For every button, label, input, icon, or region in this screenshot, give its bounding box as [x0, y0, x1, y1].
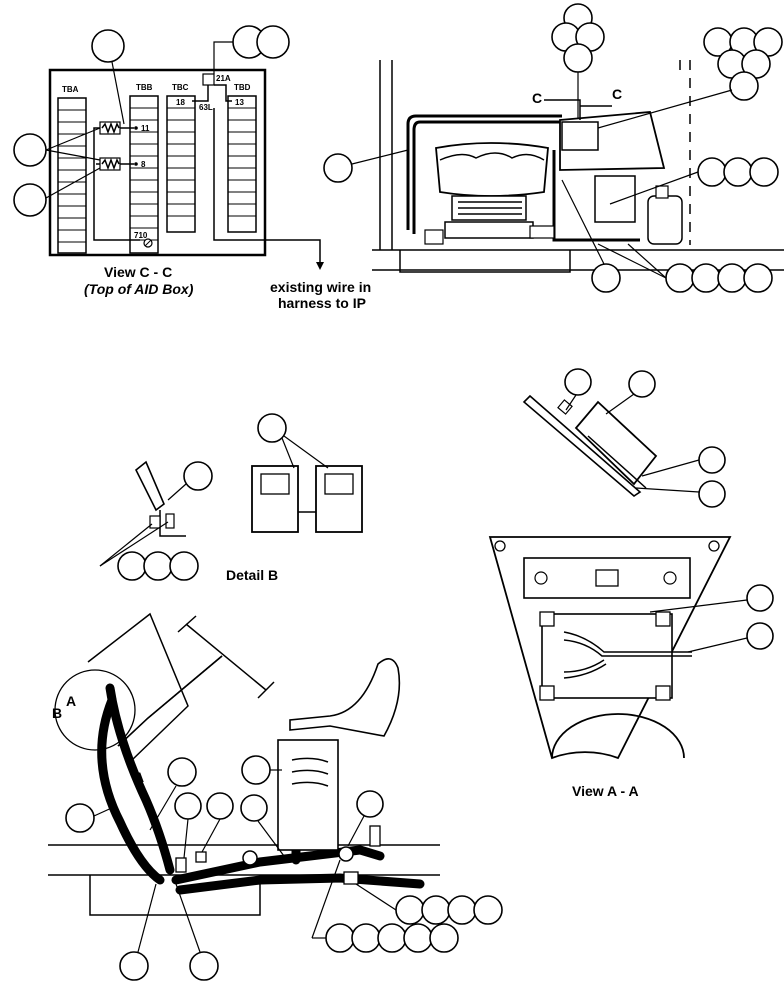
terminal-block-tbb: TBB [129, 83, 159, 254]
callout-bubble [117, 551, 147, 581]
callout-bubble [564, 368, 592, 396]
detail-b-circle [54, 669, 136, 751]
callout-bubble [421, 895, 451, 925]
operator-seat [289, 658, 401, 737]
callout-bubble [13, 133, 47, 167]
callout-bubble [665, 263, 695, 293]
callout-bubble [91, 29, 125, 63]
wire-18-label: 18 [176, 98, 185, 107]
callout-bubble [729, 71, 759, 101]
arrow-to-ip [316, 262, 324, 270]
callout-bubble [351, 923, 381, 953]
wire-11-label: 11 [141, 124, 150, 133]
fluid-bottle [647, 195, 683, 245]
existing-wire-note-line2: harness to IP [278, 295, 366, 311]
seat-cushion [435, 142, 549, 197]
callout-bubble [143, 551, 173, 581]
callout-bubble [403, 923, 433, 953]
panel-outline [488, 536, 732, 760]
wire-710-label: 710 [134, 231, 148, 240]
callout-bubble [356, 790, 384, 818]
callout-bubble [447, 895, 477, 925]
tbb-label: TBB [136, 83, 153, 92]
terminal-block-tbd: TBD [227, 83, 257, 233]
callout-bubble [746, 584, 774, 612]
callout-bubble [65, 803, 95, 833]
callout-bubble [691, 263, 721, 293]
callout-bubble [697, 157, 727, 187]
callout-bubble [189, 951, 219, 981]
callout-bubble [240, 794, 268, 822]
callout-bubble [256, 25, 290, 59]
callout-bubble [183, 461, 213, 491]
callout-bubble [749, 157, 779, 187]
callout-bubble [257, 413, 287, 443]
tba-label: TBA [62, 85, 79, 94]
machine-side-view: B A A [48, 612, 503, 981]
callout-bubble [206, 792, 234, 820]
wire-13-label: 13 [235, 98, 244, 107]
callout-bubble [13, 183, 47, 217]
callout-bubble [473, 895, 503, 925]
terminal-block-tba: TBA [57, 85, 87, 254]
label-a-top: A [66, 693, 76, 709]
view-cc-subtitle: (Top of AID Box) [84, 281, 194, 297]
terminal-block-tbc: TBC [166, 83, 196, 233]
view-cc: TBA TBB [13, 25, 371, 311]
tbc-label: TBC [172, 83, 189, 92]
steering-wheel [185, 623, 267, 691]
module-box [574, 400, 658, 486]
cab-side-view: C C [323, 3, 784, 293]
callout-bubble [717, 263, 747, 293]
detail-b: Detail B [99, 413, 363, 583]
existing-wire-note-line1: existing wire in [270, 279, 371, 295]
callout-bubble [698, 446, 726, 474]
aid-box-outline [48, 68, 267, 257]
callout-bubble [167, 757, 197, 787]
resistor-upper [99, 121, 121, 135]
wire-21a-label: 21A [216, 74, 231, 83]
wire-8-label: 8 [141, 160, 146, 169]
view-aa-title: View A - A [572, 783, 639, 799]
callout-bubble [325, 923, 355, 953]
callout-bubble [377, 923, 407, 953]
label-b: B [52, 705, 62, 721]
callout-bubble [628, 370, 656, 398]
wire-63l-label: 63L [199, 103, 213, 112]
resistor-lower [99, 157, 121, 171]
callout-bubble [395, 895, 425, 925]
callout-bubble [698, 480, 726, 508]
callout-bubble [429, 923, 459, 953]
pedal-left [251, 465, 299, 533]
callout-bubble [563, 43, 593, 73]
section-c-right: C [612, 86, 622, 102]
view-aa: View A - A [488, 536, 774, 799]
tbd-label: TBD [234, 83, 251, 92]
callout-bubble [743, 263, 773, 293]
callout-bubble [591, 263, 621, 293]
tilted-module [522, 368, 726, 508]
callout-bubble [241, 755, 271, 785]
section-c-left: C [532, 90, 542, 106]
callout-bubble [723, 157, 753, 187]
relay-21a [202, 73, 215, 86]
view-cc-title: View C - C [104, 264, 172, 280]
callout-bubble [174, 792, 202, 820]
bracket-part [134, 460, 165, 512]
callout-bubble [746, 622, 774, 650]
callout-bubble [119, 951, 149, 981]
detail-b-title: Detail B [226, 567, 278, 583]
callout-bubble [323, 153, 353, 183]
callout-bubble [169, 551, 199, 581]
